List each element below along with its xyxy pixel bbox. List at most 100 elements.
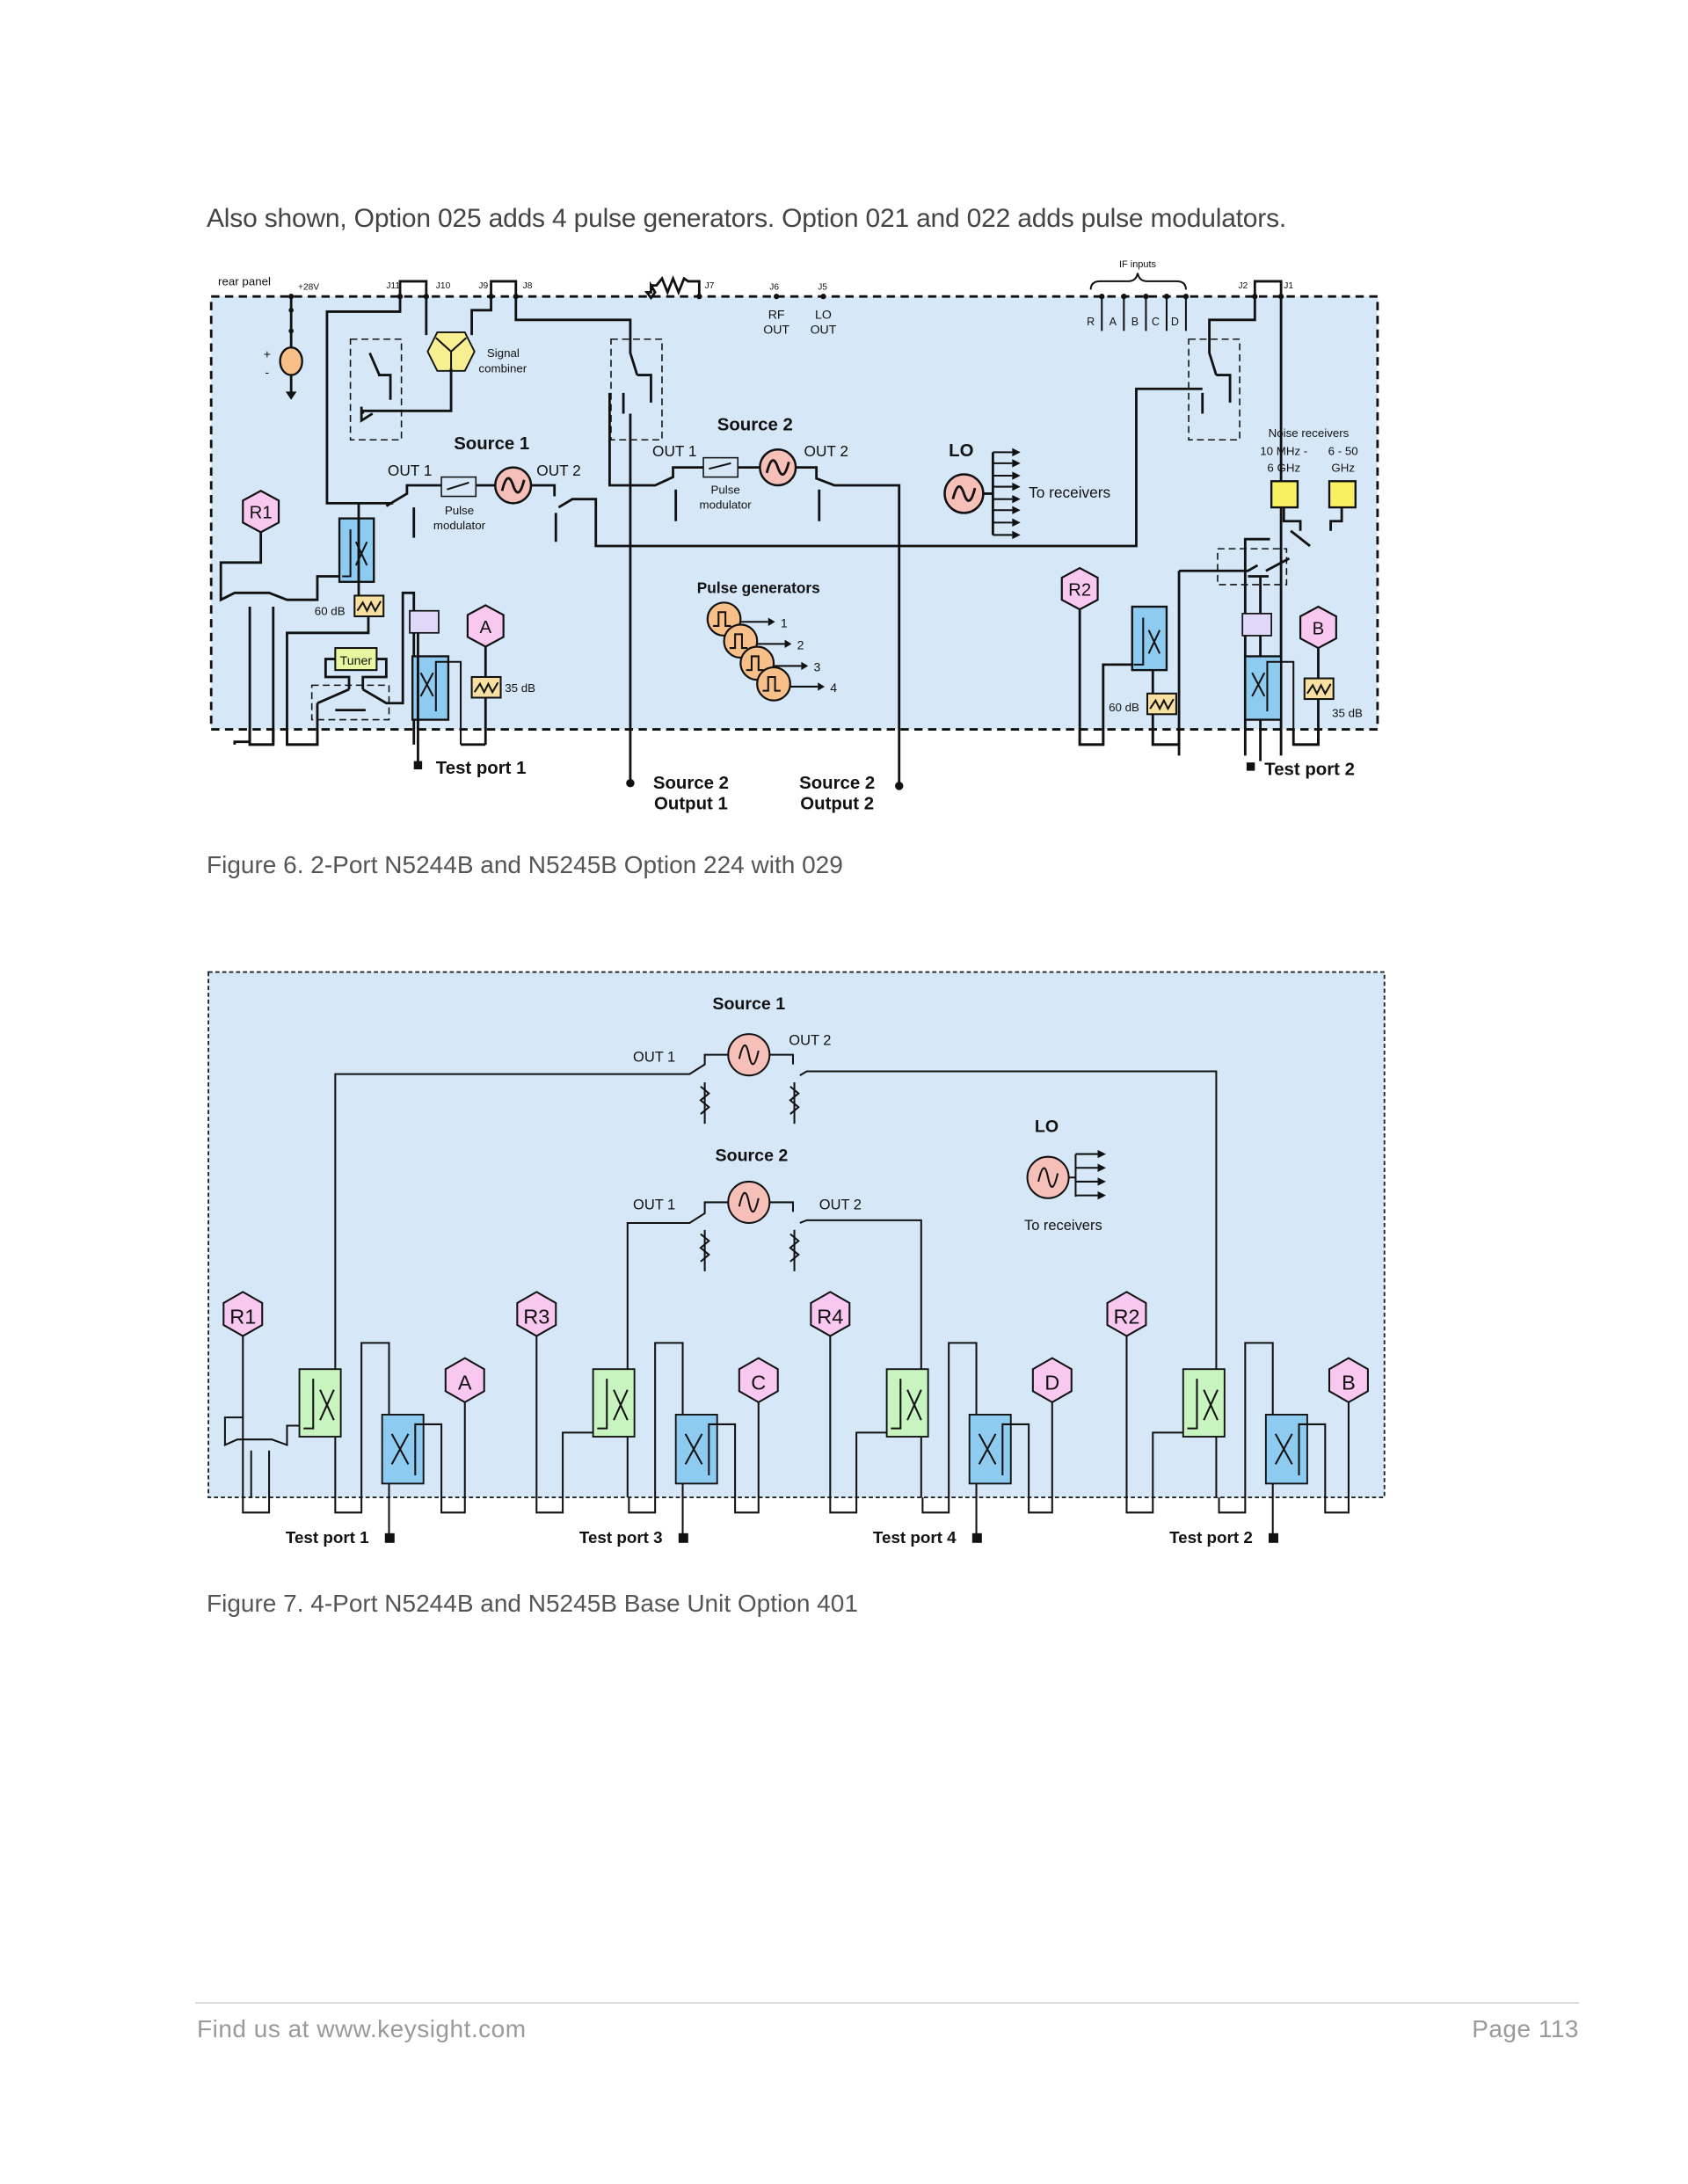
fig7-port3-ref-coupler — [592, 1368, 636, 1438]
fig7-port3-marker — [678, 1532, 688, 1543]
fig7-port3-test-coupler — [674, 1414, 718, 1485]
noise-band2-l2: GHz — [1331, 461, 1355, 474]
figure6-diagram: rear panel +28V J11 J10 J9 J8 J7 J6 J5 J… — [209, 259, 1379, 814]
fig7-receiver-c: C — [751, 1372, 766, 1394]
signal-combiner-label-1: Signal — [487, 346, 520, 360]
connector-j10: J10 — [436, 281, 451, 291]
fig7-test-port3: Test port 3 — [579, 1528, 663, 1547]
fig7-source1-out1: OUT 1 — [633, 1050, 675, 1066]
fig7-receiver-r3: R3 — [523, 1305, 549, 1328]
fig6-coupler-r2 — [1131, 605, 1168, 672]
fig7-port3-test-coupler-arrows — [684, 1423, 737, 1498]
pulse-output-2: 2 — [797, 638, 804, 652]
attenuator-60db-2-label: 60 dB — [1109, 701, 1139, 714]
fig7-lo-label: To receivers — [1024, 1218, 1102, 1234]
connector-j1: J1 — [1284, 281, 1293, 291]
if-inputs-label: IF inputs — [1119, 259, 1157, 270]
fig7-port4-ref-coupler-arrows — [891, 1379, 922, 1430]
fig6-lo-label: To receivers — [1029, 484, 1110, 501]
pulse-generators-title: Pulse generators — [697, 579, 820, 596]
attenuator-35db-2-label: 35 dB — [1332, 706, 1363, 719]
fig7-receiver-r4: R4 — [817, 1305, 843, 1328]
minus-sign: - — [265, 365, 269, 379]
noise-receiver-high-icon — [1328, 480, 1357, 509]
fig7-port3-ref-coupler-arrows — [597, 1379, 629, 1430]
fig6-test-port2-marker — [1246, 762, 1255, 771]
fig7-port1-marker — [384, 1532, 395, 1543]
fig7-port4-marker — [971, 1532, 982, 1543]
signal-combiner-label-2: combiner — [478, 361, 527, 375]
fig7-port1-test-wire — [440, 1401, 466, 1514]
fig7-source1-out2: OUT 2 — [789, 1033, 831, 1049]
fig7-port3-ref-wire — [535, 1336, 564, 1514]
fig6-s1-mod-2: modulator — [433, 519, 486, 532]
fig6-source1-out1: OUT 1 — [388, 462, 432, 479]
fig7-port2-test-coupler — [1264, 1414, 1308, 1485]
fig6-source2-out2: OUT 2 — [804, 442, 849, 460]
voltage-label: +28V — [298, 282, 319, 292]
fig6-source2-out1: OUT 1 — [652, 442, 697, 460]
source2-output1-l2: Output 1 — [654, 795, 728, 814]
footer-website: Find us at www.keysight.com — [197, 2015, 527, 2042]
figure6-border — [209, 295, 1379, 731]
fig6-lo-arrows — [993, 448, 1021, 540]
fig7-test-receivers — [444, 1357, 1369, 1404]
fig7-source2-title: Source 2 — [716, 1146, 789, 1165]
fig6-source1-out2: OUT 2 — [536, 462, 580, 479]
connector-j2: J2 — [1238, 281, 1248, 291]
fig6-source1-title: Source 1 — [454, 434, 529, 454]
if-input-lines — [1099, 294, 1190, 331]
fig7-test-port4: Test port 4 — [873, 1528, 957, 1547]
fig7-port1-ref-coupler — [298, 1368, 342, 1438]
fig7-source1-title: Source 1 — [712, 994, 785, 1014]
noise-band1-l2: 6 GHz — [1267, 461, 1300, 474]
fig6-s1-mod-1: Pulse — [445, 504, 474, 517]
fig7-port-channels — [223, 1336, 1350, 1543]
bias-tee-1 — [409, 609, 440, 634]
receiver-a-label: A — [479, 618, 491, 637]
fig6-lo-title: LO — [949, 441, 973, 461]
fig7-receiver-b: B — [1342, 1372, 1356, 1394]
connector-j7: J7 — [705, 281, 715, 291]
pulse-output-4: 4 — [830, 681, 837, 695]
connector-j6: J6 — [769, 282, 779, 292]
if-input-d: D — [1171, 316, 1179, 328]
source2-output1-l1: Source 2 — [653, 774, 729, 793]
fig6-test-port1-marker — [413, 761, 423, 770]
connector-j9: J9 — [478, 281, 488, 291]
fig7-port2-test-wire — [1324, 1401, 1350, 1514]
footer-divider — [195, 2002, 1579, 2004]
fig7-source2-out1: OUT 1 — [633, 1197, 675, 1212]
noise-band1-l1: 10 MHz - — [1260, 444, 1307, 457]
noise-band2-l1: 6 - 50 — [1328, 444, 1358, 457]
receiver-r1-label: R1 — [250, 504, 273, 523]
figure7-caption: Figure 7. 4-Port N5244B and N5245B Base … — [207, 1590, 858, 1617]
footer-page-number: Page 113 — [1472, 2015, 1579, 2042]
fig7-port2-ref-wire — [1125, 1336, 1154, 1514]
source2-output2-l2: Output 2 — [800, 795, 874, 814]
noise-receivers-title: Noise receivers — [1269, 426, 1350, 440]
fig7-receiver-a: A — [458, 1372, 472, 1394]
fig6-s2-mod-1: Pulse — [710, 483, 739, 496]
dc-supply-icon — [279, 346, 303, 376]
fig7-receiver-d: D — [1044, 1372, 1059, 1394]
figure6-caption: Figure 6. 2-Port N5244B and N5245B Optio… — [207, 851, 843, 878]
source2-output2-l1: Source 2 — [799, 774, 875, 793]
fig7-port3-test-wire — [734, 1401, 760, 1514]
rf-out-label-1: RF — [768, 307, 785, 321]
fig6-test-port2-label: Test port 2 — [1264, 760, 1355, 779]
fig7-port1-ref-coupler-arrows — [303, 1379, 335, 1430]
fig7-port4-ref-coupler — [885, 1368, 929, 1438]
connector-j5: J5 — [818, 282, 827, 292]
fig6-coupler-b — [1244, 655, 1283, 721]
pulse-output-1: 1 — [781, 616, 788, 630]
attenuator-35db-1-label: 35 dB — [505, 681, 535, 695]
fig7-receiver-r1: R1 — [229, 1305, 256, 1328]
lo-out-label-2: OUT — [811, 322, 837, 336]
fig7-port1-test-coupler — [381, 1414, 425, 1485]
if-input-a: A — [1110, 316, 1117, 328]
fig6-s2-mod-2: modulator — [700, 499, 753, 512]
if-input-r: R — [1087, 316, 1095, 328]
